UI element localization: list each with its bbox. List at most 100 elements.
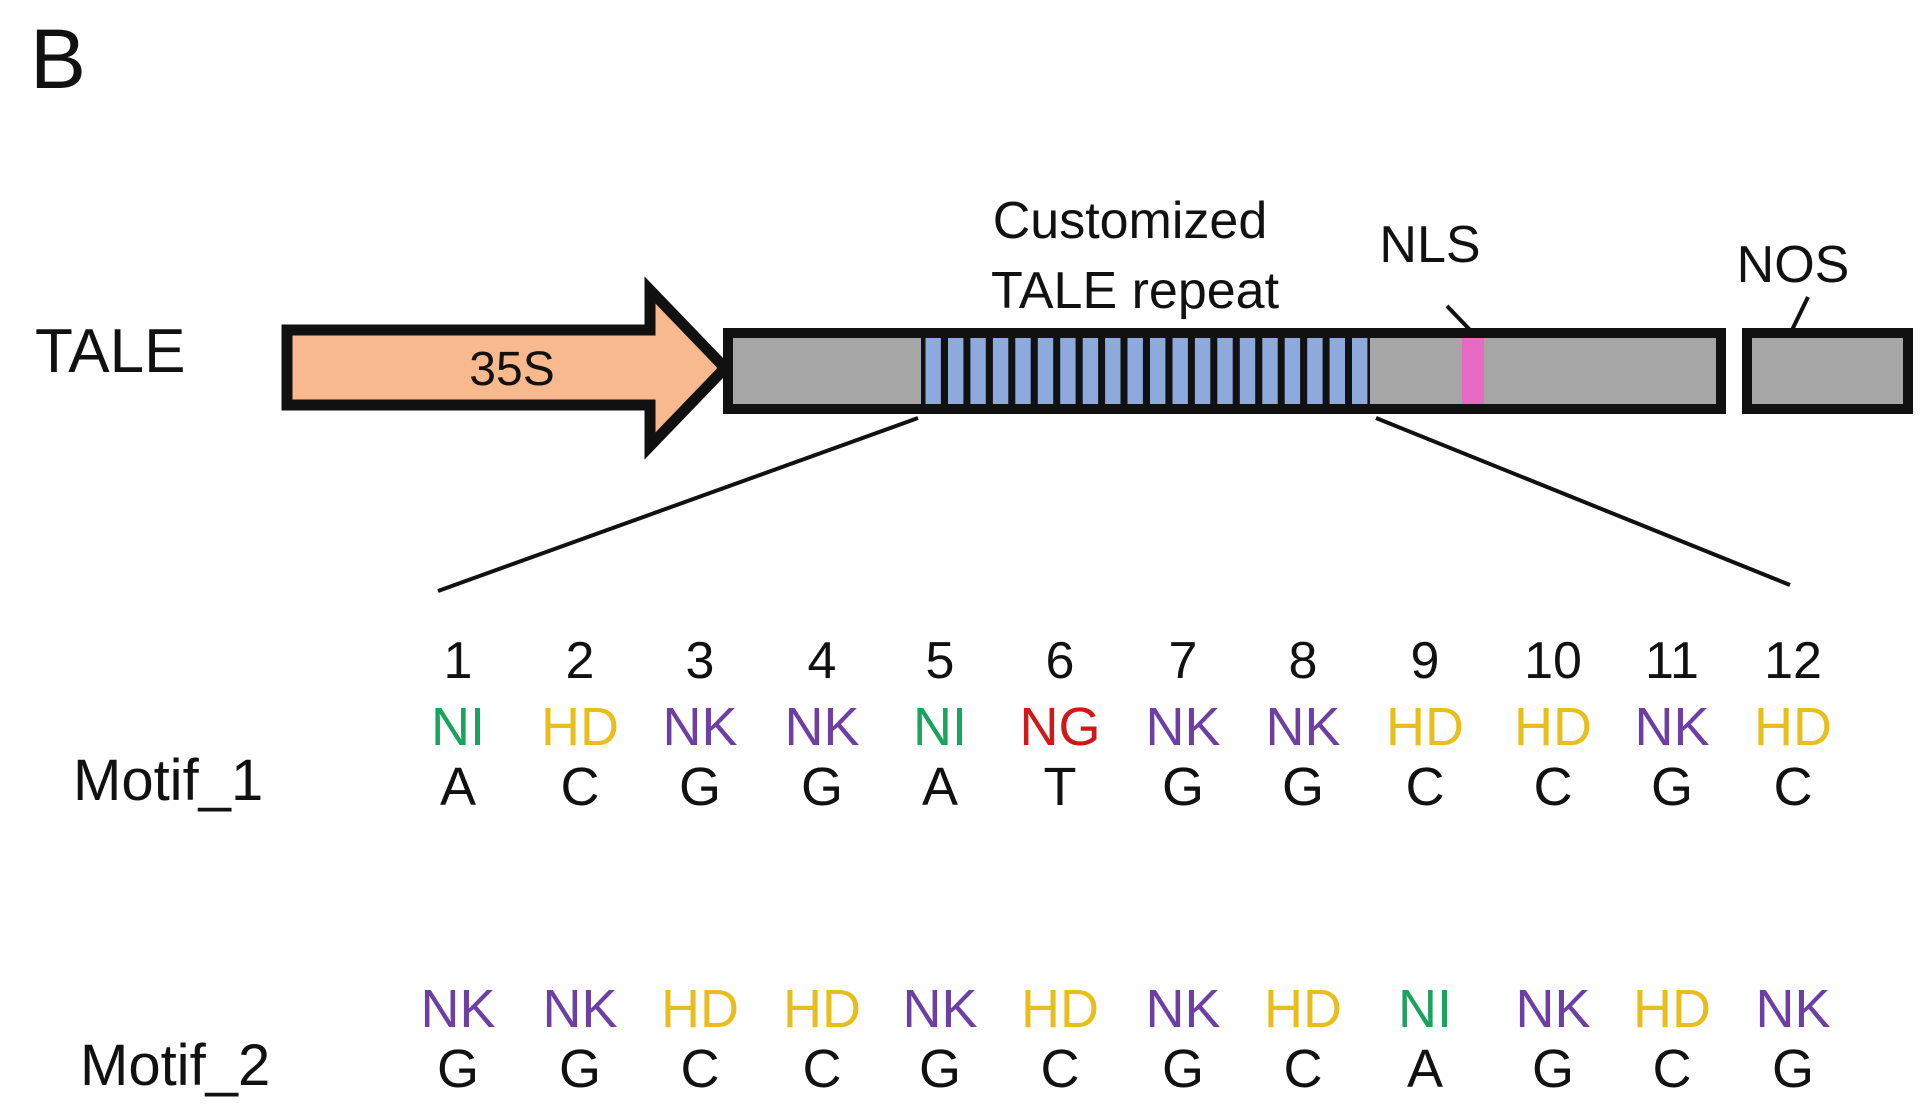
dna-base: G xyxy=(1772,1039,1814,1099)
repeat-stripe xyxy=(1105,338,1121,404)
repeat-label-line2: TALE repeat xyxy=(991,262,1280,320)
rvd-code: HD xyxy=(1386,697,1464,757)
rvd-code: NG xyxy=(1020,697,1101,757)
dna-base: G xyxy=(437,1039,479,1099)
position-number: 12 xyxy=(1764,632,1822,690)
rvd-code: HD xyxy=(1514,697,1592,757)
nls-leader-line xyxy=(1445,304,1473,333)
dna-base: G xyxy=(1282,757,1324,817)
repeat-region-background xyxy=(921,338,1370,404)
repeat-stripe xyxy=(1150,338,1166,404)
repeat-stripe xyxy=(970,338,986,404)
dna-base: C xyxy=(1284,1039,1323,1099)
rvd-code: NK xyxy=(1634,697,1709,757)
motif-1-label: Motif_1 xyxy=(73,748,263,813)
motif-1-rvd-row: NI HD NK NK NI NG NK NK HD HD NK HD xyxy=(431,697,1832,757)
repeat-stripe xyxy=(992,338,1009,404)
dna-base: A xyxy=(922,757,958,817)
dna-base: C xyxy=(1534,757,1573,817)
rvd-code: NK xyxy=(1145,697,1220,757)
nos-leader-line xyxy=(1790,296,1810,331)
repeat-stripe xyxy=(1262,338,1278,404)
dna-base: G xyxy=(559,1039,601,1099)
position-number: 4 xyxy=(808,632,837,690)
repeat-stripe xyxy=(1082,338,1099,404)
position-number: 9 xyxy=(1411,632,1440,690)
rvd-code: NK xyxy=(784,697,859,757)
repeat-region xyxy=(921,338,1370,404)
repeat-stripe xyxy=(1172,338,1188,404)
repeat-stripe xyxy=(1194,338,1211,404)
dna-base: C xyxy=(1653,1039,1692,1099)
dna-base: C xyxy=(1041,1039,1080,1099)
rvd-code: HD xyxy=(541,697,619,757)
position-number: 6 xyxy=(1046,632,1075,690)
rvd-code: HD xyxy=(1633,979,1711,1039)
position-number: 1 xyxy=(444,632,473,690)
rvd-code: NI xyxy=(431,697,485,757)
repeat-stripe xyxy=(1127,338,1143,404)
position-number: 5 xyxy=(926,632,955,690)
rvd-code: HD xyxy=(1754,697,1832,757)
dna-base: C xyxy=(561,757,600,817)
dna-base: A xyxy=(440,757,476,817)
position-number: 8 xyxy=(1289,632,1318,690)
repeat-stripe xyxy=(1239,338,1256,404)
repeat-stripe xyxy=(1060,338,1076,404)
dna-base: G xyxy=(679,757,721,817)
rvd-code: HD xyxy=(783,979,861,1039)
repeat-label-line1: Customized xyxy=(993,192,1268,250)
repeat-stripe xyxy=(1307,338,1323,404)
dna-base: C xyxy=(1774,757,1813,817)
rvd-code: NI xyxy=(1398,979,1452,1039)
dna-base: T xyxy=(1044,757,1077,817)
dna-base: C xyxy=(1406,757,1445,817)
promoter-arrow xyxy=(281,276,733,460)
rvd-code: HD xyxy=(1021,979,1099,1039)
repeat-stripe xyxy=(948,338,964,404)
repeat-stripe xyxy=(1284,338,1301,404)
position-number: 10 xyxy=(1524,632,1582,690)
rvd-code: NK xyxy=(1145,979,1220,1039)
repeat-stripe xyxy=(1037,338,1054,404)
dna-base: A xyxy=(1407,1039,1443,1099)
nls-label: NLS xyxy=(1379,216,1480,274)
rvd-code: HD xyxy=(1264,979,1342,1039)
construct-label: TALE xyxy=(35,317,185,386)
rvd-code: NK xyxy=(420,979,495,1039)
repeat-stripe xyxy=(1329,338,1345,404)
dna-base: C xyxy=(681,1039,720,1099)
nos-terminator-box xyxy=(1742,328,1913,414)
dna-base: G xyxy=(1532,1039,1574,1099)
rvd-code: NK xyxy=(1755,979,1830,1039)
repeat-stripe xyxy=(925,338,941,404)
nls-band xyxy=(1462,338,1484,404)
rvd-code: NK xyxy=(902,979,977,1039)
rvd-code: NK xyxy=(1265,697,1340,757)
dna-base: C xyxy=(803,1039,842,1099)
repeat-stripe xyxy=(1352,338,1368,404)
repeat-stripe xyxy=(1217,338,1233,404)
dna-base: G xyxy=(1162,757,1204,817)
rvd-code: NK xyxy=(1515,979,1590,1039)
rvd-code: HD xyxy=(661,979,739,1039)
promoter-label: 35S xyxy=(469,343,554,396)
rvd-code: NK xyxy=(662,697,737,757)
motif-2-rvd-row: NK NK HD HD NK HD NK HD NI NK HD NK xyxy=(420,979,1830,1039)
motif-2-label: Motif_2 xyxy=(80,1033,270,1098)
position-number: 7 xyxy=(1169,632,1198,690)
zoom-line-left xyxy=(437,416,919,593)
dna-base: G xyxy=(1651,757,1693,817)
rvd-code: NI xyxy=(913,697,967,757)
nos-label: NOS xyxy=(1737,236,1850,294)
zoom-line-right xyxy=(1375,416,1791,587)
repeat-stripe xyxy=(1015,338,1031,404)
position-number: 2 xyxy=(566,632,595,690)
panel-label: B xyxy=(30,12,86,106)
rvd-code: NK xyxy=(542,979,617,1039)
dna-base: G xyxy=(801,757,843,817)
